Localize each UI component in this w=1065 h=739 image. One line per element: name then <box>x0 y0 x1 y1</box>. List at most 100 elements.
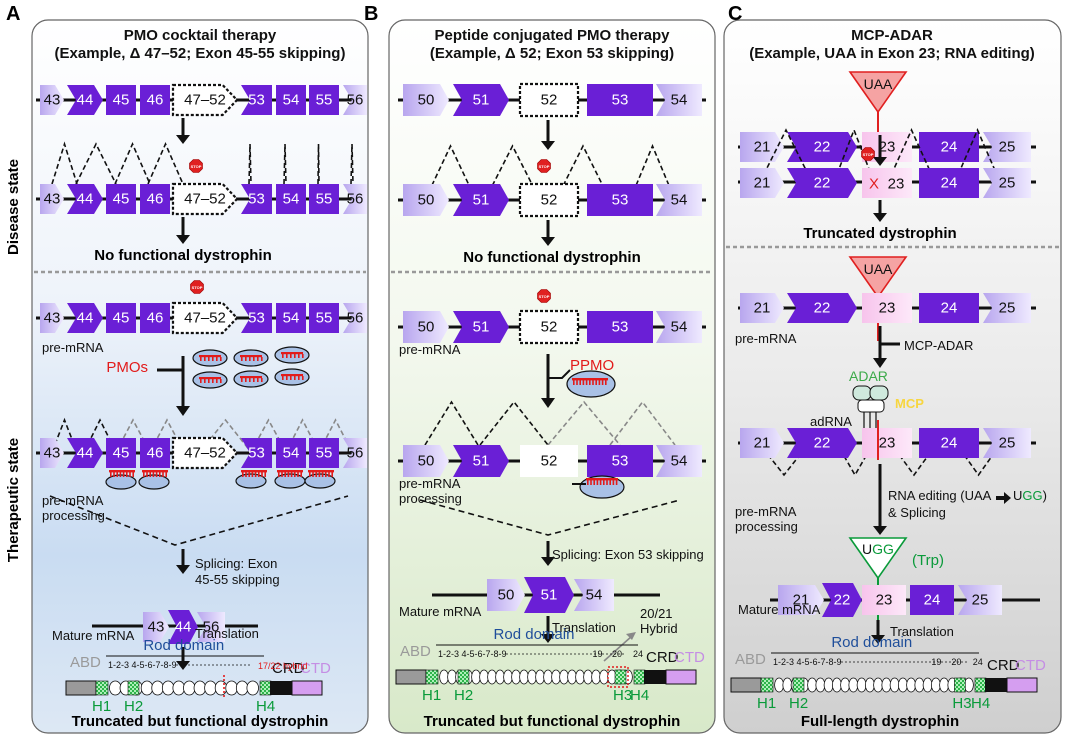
pmo-icon <box>192 371 228 389</box>
stop-sign-icon: STOP <box>189 159 203 173</box>
comb-tooth <box>576 380 578 385</box>
codon-triangle <box>848 71 908 114</box>
exon-43: 43 <box>40 438 64 468</box>
crd-block <box>985 678 1007 692</box>
exon-shape <box>241 184 272 214</box>
ugg-u: U <box>862 541 872 557</box>
exon-label: 55 <box>316 191 333 208</box>
mature-exon-56: 56 <box>197 612 225 642</box>
pmo-base <box>245 357 247 361</box>
comb-tooth <box>300 472 302 477</box>
exon-label: 52 <box>541 453 558 470</box>
rod-label: Rod domain <box>494 626 575 643</box>
exon-21: 21 <box>740 428 784 458</box>
exon-52: 52 <box>520 445 578 477</box>
pmo-base <box>294 354 296 358</box>
comb-tooth <box>242 472 244 477</box>
panel-c-mature: Mature mRNA <box>738 602 821 617</box>
ctd-label: CTD <box>300 660 331 677</box>
comb-tooth <box>595 380 597 385</box>
spectrin-repeat <box>519 669 529 685</box>
spectrin-repeat <box>535 669 545 685</box>
exon-46: 46 <box>140 85 170 115</box>
spectrin-repeat <box>914 677 925 693</box>
h4-label: H4 <box>256 698 275 715</box>
exon-shape <box>919 293 979 323</box>
exon-shape <box>656 311 702 343</box>
exon-label: 53 <box>248 191 265 208</box>
hinge-block <box>457 669 470 685</box>
exon-label: 23 <box>879 139 896 156</box>
exon-shape <box>343 85 367 115</box>
editing-u: U <box>1013 488 1022 503</box>
exon-label: 51 <box>473 319 490 336</box>
exon-label: 25 <box>999 300 1016 317</box>
comb-tooth <box>309 472 311 477</box>
intron-splice-line <box>147 142 184 185</box>
ppmo-icon <box>566 370 616 398</box>
ppmo-oligo-icon <box>572 378 608 385</box>
exon-shape <box>343 303 367 333</box>
pmo-base <box>290 376 292 380</box>
comb-tooth <box>579 380 581 385</box>
pmo-base <box>257 357 259 361</box>
exon-label: 46 <box>147 445 164 462</box>
exon-skip-line <box>49 495 349 546</box>
comb-tooth <box>146 472 148 477</box>
hinge-block <box>954 677 966 693</box>
editing-close: ) <box>1043 488 1047 503</box>
repeat-numbers: 1-2-3 4-5-6-7-8-9 <box>773 657 842 667</box>
exon-53: 53 <box>587 184 653 216</box>
ctd-label: CTD <box>674 649 705 666</box>
exon-shape <box>171 301 239 335</box>
comb-tooth <box>615 480 618 485</box>
mcp-block <box>857 399 885 413</box>
exon-shape <box>983 293 1031 323</box>
spectrin-repeat <box>183 680 196 696</box>
stop-x-mark: X <box>869 176 879 193</box>
panel-a-mature: Mature mRNA <box>52 628 135 643</box>
exon-label: 55 <box>316 445 333 462</box>
exon-shape <box>309 85 339 115</box>
spectrin-repeat <box>559 669 569 685</box>
exon-25: 25 <box>983 132 1031 162</box>
comb-tooth <box>587 480 589 485</box>
pmo-base <box>253 378 255 382</box>
panel-c-subtitle: (Example, UAA in Exon 23; RNA editing) <box>749 45 1035 62</box>
spectrin-repeat <box>172 680 185 696</box>
exon-53: 53 <box>241 184 272 214</box>
exon-label: 45 <box>113 191 130 208</box>
stop-octagon <box>537 289 551 303</box>
pmo-base <box>261 378 263 382</box>
exon-shape <box>241 303 272 333</box>
pmo-base <box>220 357 222 361</box>
arrow-head-icon <box>873 213 887 222</box>
exon-shape <box>67 303 103 333</box>
comb-tooth <box>609 480 611 485</box>
exon-56: 56 <box>343 303 367 333</box>
exon-43: 43 <box>40 184 64 214</box>
exon-shape <box>787 132 857 162</box>
exon-shape <box>309 184 339 214</box>
pmo-backbone <box>199 377 221 380</box>
pmo-base <box>302 354 304 358</box>
pmo-base <box>257 378 259 382</box>
crd-label: CRD <box>272 660 305 677</box>
pmo-base <box>212 379 214 383</box>
spectrin-repeat <box>807 677 818 693</box>
crd-label: CRD <box>646 649 679 666</box>
exon-label: 22 <box>834 592 851 609</box>
spectrin-repeat <box>840 677 851 693</box>
exon-54: 54 <box>656 84 702 116</box>
panel-b-subtitle: (Example, Δ 52; Exon 53 skipping) <box>430 45 674 62</box>
pmo-base <box>261 357 263 361</box>
exon-label: 45 <box>113 310 130 327</box>
exon-label: 47–52 <box>184 445 226 462</box>
panel-a-pre-mrna: pre-mRNA <box>42 340 104 355</box>
stop-octagon <box>190 280 204 294</box>
adar-subunit <box>869 385 889 401</box>
comb-backbone <box>586 478 618 481</box>
exon-51: 51 <box>453 445 509 477</box>
pmo-icon <box>274 346 310 364</box>
